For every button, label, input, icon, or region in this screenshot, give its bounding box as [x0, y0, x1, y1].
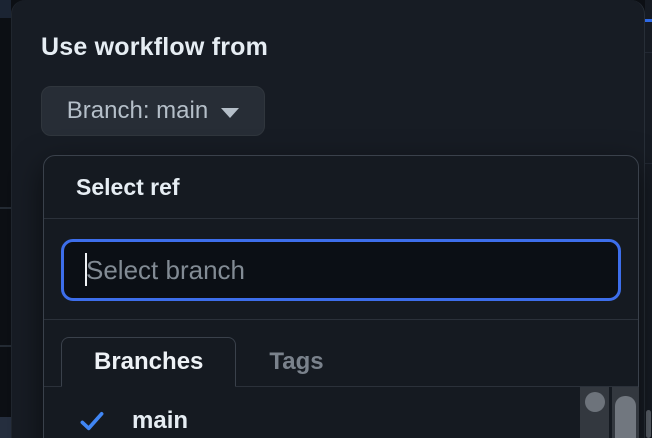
branch-item-label: main [132, 407, 189, 434]
page-bg-block [0, 0, 11, 18]
inner-scrollbar-track[interactable] [580, 387, 609, 438]
tab-branches-label: Branches [94, 348, 204, 375]
ref-selector-header: Select ref [44, 156, 638, 219]
text-cursor [85, 253, 87, 286]
tab-tags-label: Tags [269, 348, 324, 375]
page-scrollbar-thumb[interactable] [646, 410, 651, 438]
run-workflow-dropdown: Use workflow from Branch: main Select re… [11, 0, 645, 438]
page-bg-divider [0, 345, 11, 347]
ref-selector-title: Select ref [76, 173, 180, 200]
check-icon [80, 411, 104, 431]
page-bg-block [0, 417, 11, 438]
branch-button-label: Branch: main [66, 97, 209, 124]
dropdown-heading: Use workflow from [41, 33, 269, 61]
inner-scrollbar-thumb[interactable] [585, 392, 605, 412]
page-bg-divider [645, 52, 652, 53]
tab-branches[interactable]: Branches [61, 337, 237, 387]
page-background-left [0, 0, 11, 438]
search-section [44, 219, 638, 320]
list-scrollbar-thumb[interactable] [615, 396, 636, 438]
ref-selector-panel: Select ref Branches Tags ma [43, 155, 639, 438]
page-background-right [645, 0, 652, 438]
branch-list-item-main[interactable]: main [44, 387, 638, 438]
branch-selector-button[interactable]: Branch: main [41, 86, 265, 136]
caret-down-icon [221, 107, 240, 118]
branch-search-input[interactable] [61, 239, 621, 301]
page-accent-line [645, 19, 652, 22]
tab-tags[interactable]: Tags [236, 337, 356, 387]
ref-type-tabs: Branches Tags [44, 320, 638, 387]
page-bg-divider [0, 207, 11, 209]
branch-list: main [44, 387, 639, 438]
page-bg-divider [645, 163, 652, 164]
list-scrollbar-track[interactable] [612, 387, 639, 438]
